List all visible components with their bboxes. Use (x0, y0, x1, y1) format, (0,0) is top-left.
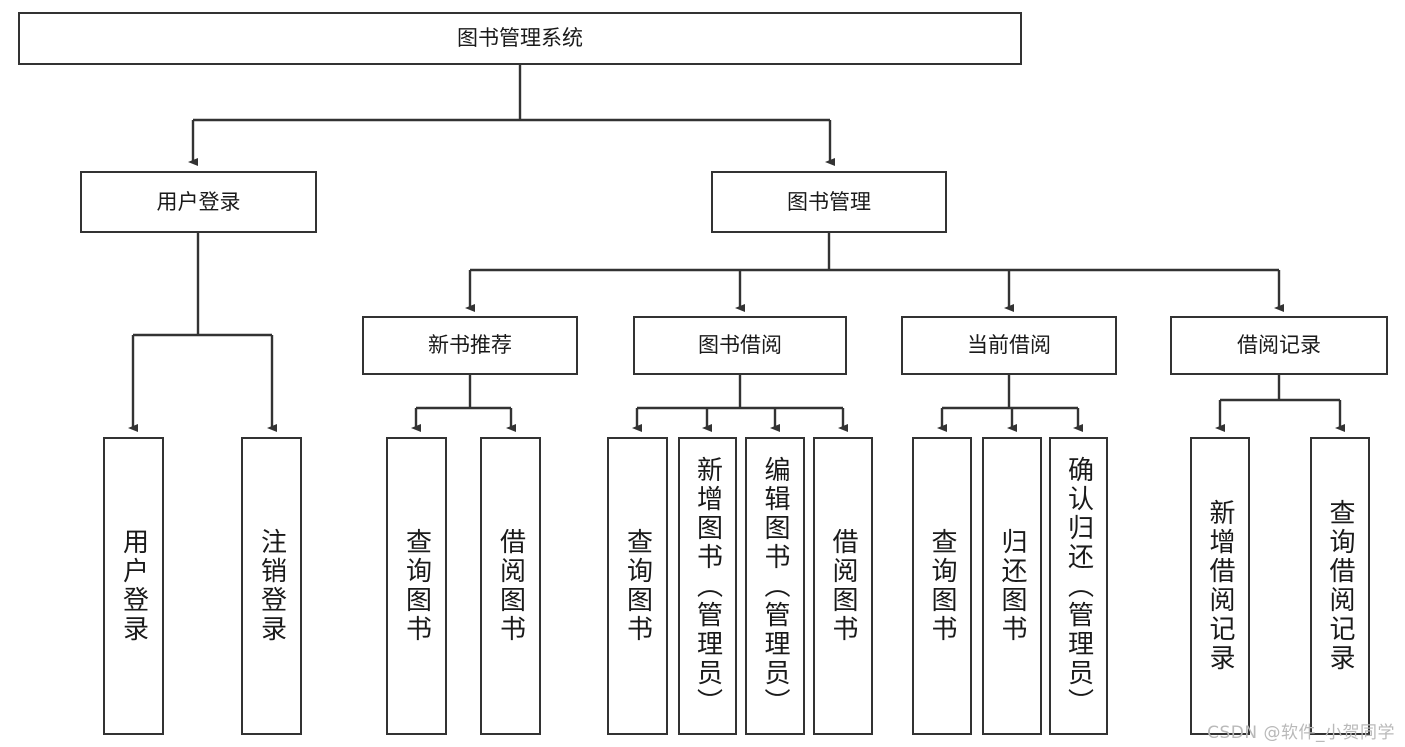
leaf-user-login-label: 用户登录 (118, 528, 149, 644)
leaf-confirm-return-admin-label: 确认归还（管理员） (1063, 455, 1094, 717)
leaf-return-book-label: 归还图书 (997, 528, 1027, 644)
leaf-query-book-recommend-label: 查询图书 (401, 528, 432, 644)
node-book-borrow[interactable]: 图书借阅 (633, 316, 847, 375)
leaf-add-book-admin-label: 新增图书（管理员） (692, 455, 723, 717)
leaf-borrow-book-recommend-label: 借阅图书 (495, 528, 526, 644)
node-new-book-recommend[interactable]: 新书推荐 (362, 316, 578, 375)
node-user-login[interactable]: 用户登录 (80, 171, 317, 233)
leaf-borrow-book-label: 借阅图书 (828, 528, 858, 644)
node-borrow-records[interactable]: 借阅记录 (1170, 316, 1388, 375)
leaf-logout[interactable]: 注销登录 (241, 437, 302, 735)
leaf-query-book-recommend[interactable]: 查询图书 (386, 437, 447, 735)
leaf-user-login[interactable]: 用户登录 (103, 437, 164, 735)
leaf-return-book[interactable]: 归还图书 (982, 437, 1042, 735)
leaf-query-borrow-record[interactable]: 查询借阅记录 (1310, 437, 1370, 735)
leaf-confirm-return-admin[interactable]: 确认归还（管理员） (1049, 437, 1108, 735)
node-book-management[interactable]: 图书管理 (711, 171, 947, 233)
leaf-add-borrow-record[interactable]: 新增借阅记录 (1190, 437, 1250, 735)
node-book-management-label: 图书管理 (787, 189, 871, 214)
leaf-query-book-borrow[interactable]: 查询图书 (607, 437, 668, 735)
leaf-borrow-book-recommend[interactable]: 借阅图书 (480, 437, 541, 735)
node-current-borrow-label: 当前借阅 (967, 333, 1051, 358)
leaf-add-borrow-record-label: 新增借阅记录 (1205, 499, 1235, 673)
csdn-watermark: CSDN @软件_小贺同学 (1207, 723, 1395, 743)
leaf-logout-label: 注销登录 (256, 528, 287, 644)
leaf-query-book-borrow-label: 查询图书 (622, 528, 653, 644)
leaf-edit-book-admin-label: 编辑图书（管理员） (760, 455, 790, 717)
leaf-query-book-current-label: 查询图书 (927, 528, 957, 644)
node-new-book-recommend-label: 新书推荐 (428, 333, 512, 358)
leaf-edit-book-admin[interactable]: 编辑图书（管理员） (745, 437, 805, 735)
leaf-query-book-current[interactable]: 查询图书 (912, 437, 972, 735)
node-book-borrow-label: 图书借阅 (698, 333, 782, 358)
leaf-borrow-book[interactable]: 借阅图书 (813, 437, 873, 735)
node-user-login-label: 用户登录 (156, 189, 241, 214)
leaf-add-book-admin[interactable]: 新增图书（管理员） (678, 437, 737, 735)
node-root-label: 图书管理系统 (457, 26, 583, 51)
node-current-borrow[interactable]: 当前借阅 (901, 316, 1117, 375)
node-borrow-records-label: 借阅记录 (1237, 333, 1321, 358)
leaf-query-borrow-record-label: 查询借阅记录 (1325, 499, 1355, 673)
node-root[interactable]: 图书管理系统 (18, 12, 1022, 65)
